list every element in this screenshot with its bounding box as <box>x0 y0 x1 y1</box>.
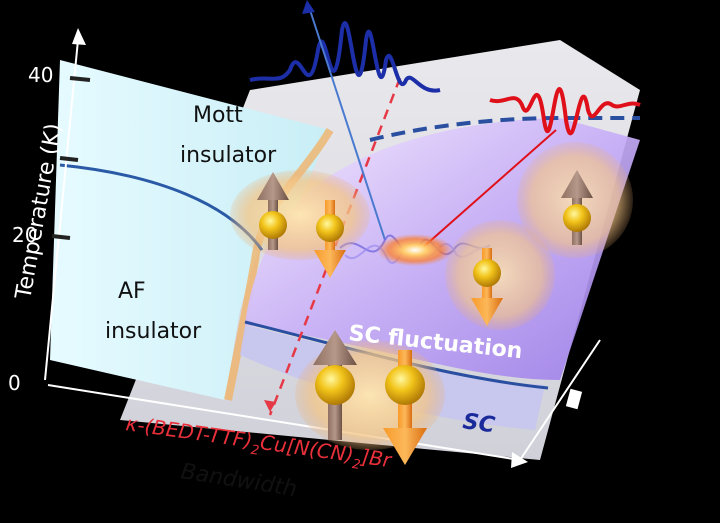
af-label-line2: insulator <box>105 319 202 344</box>
mott-region <box>50 60 330 400</box>
sc-label: SC <box>461 409 496 438</box>
y-tick-20: 20 <box>12 223 37 247</box>
mott-label-line1: Mott <box>193 103 243 128</box>
halo-left <box>230 170 370 260</box>
blue-pulse <box>249 0 441 241</box>
spin-down-bottom <box>383 350 427 465</box>
af-label-line1: AF <box>118 279 146 304</box>
spin-up-right <box>561 170 593 245</box>
red-pulse <box>419 87 641 251</box>
compound-marker-line <box>268 77 402 416</box>
y-axis <box>44 28 86 381</box>
spin-up-left <box>257 172 289 250</box>
spin-down-middle <box>471 248 503 326</box>
small-marker <box>565 388 583 410</box>
right-edge <box>519 339 601 461</box>
y-tick-marks <box>51 76 91 240</box>
mott-label-line2: insulator <box>180 143 277 168</box>
dashed-crossover-line <box>369 116 640 142</box>
y-tick-40: 40 <box>28 63 53 87</box>
insulator-boundary <box>224 127 334 401</box>
compound-marker-arrow <box>264 400 276 412</box>
x-axis-label: Bandwidth <box>179 459 299 502</box>
y-tick-0: 0 <box>8 371 21 395</box>
spin-down-left <box>314 200 346 278</box>
x-axis <box>47 384 528 468</box>
spin-up-bottom <box>313 330 357 440</box>
